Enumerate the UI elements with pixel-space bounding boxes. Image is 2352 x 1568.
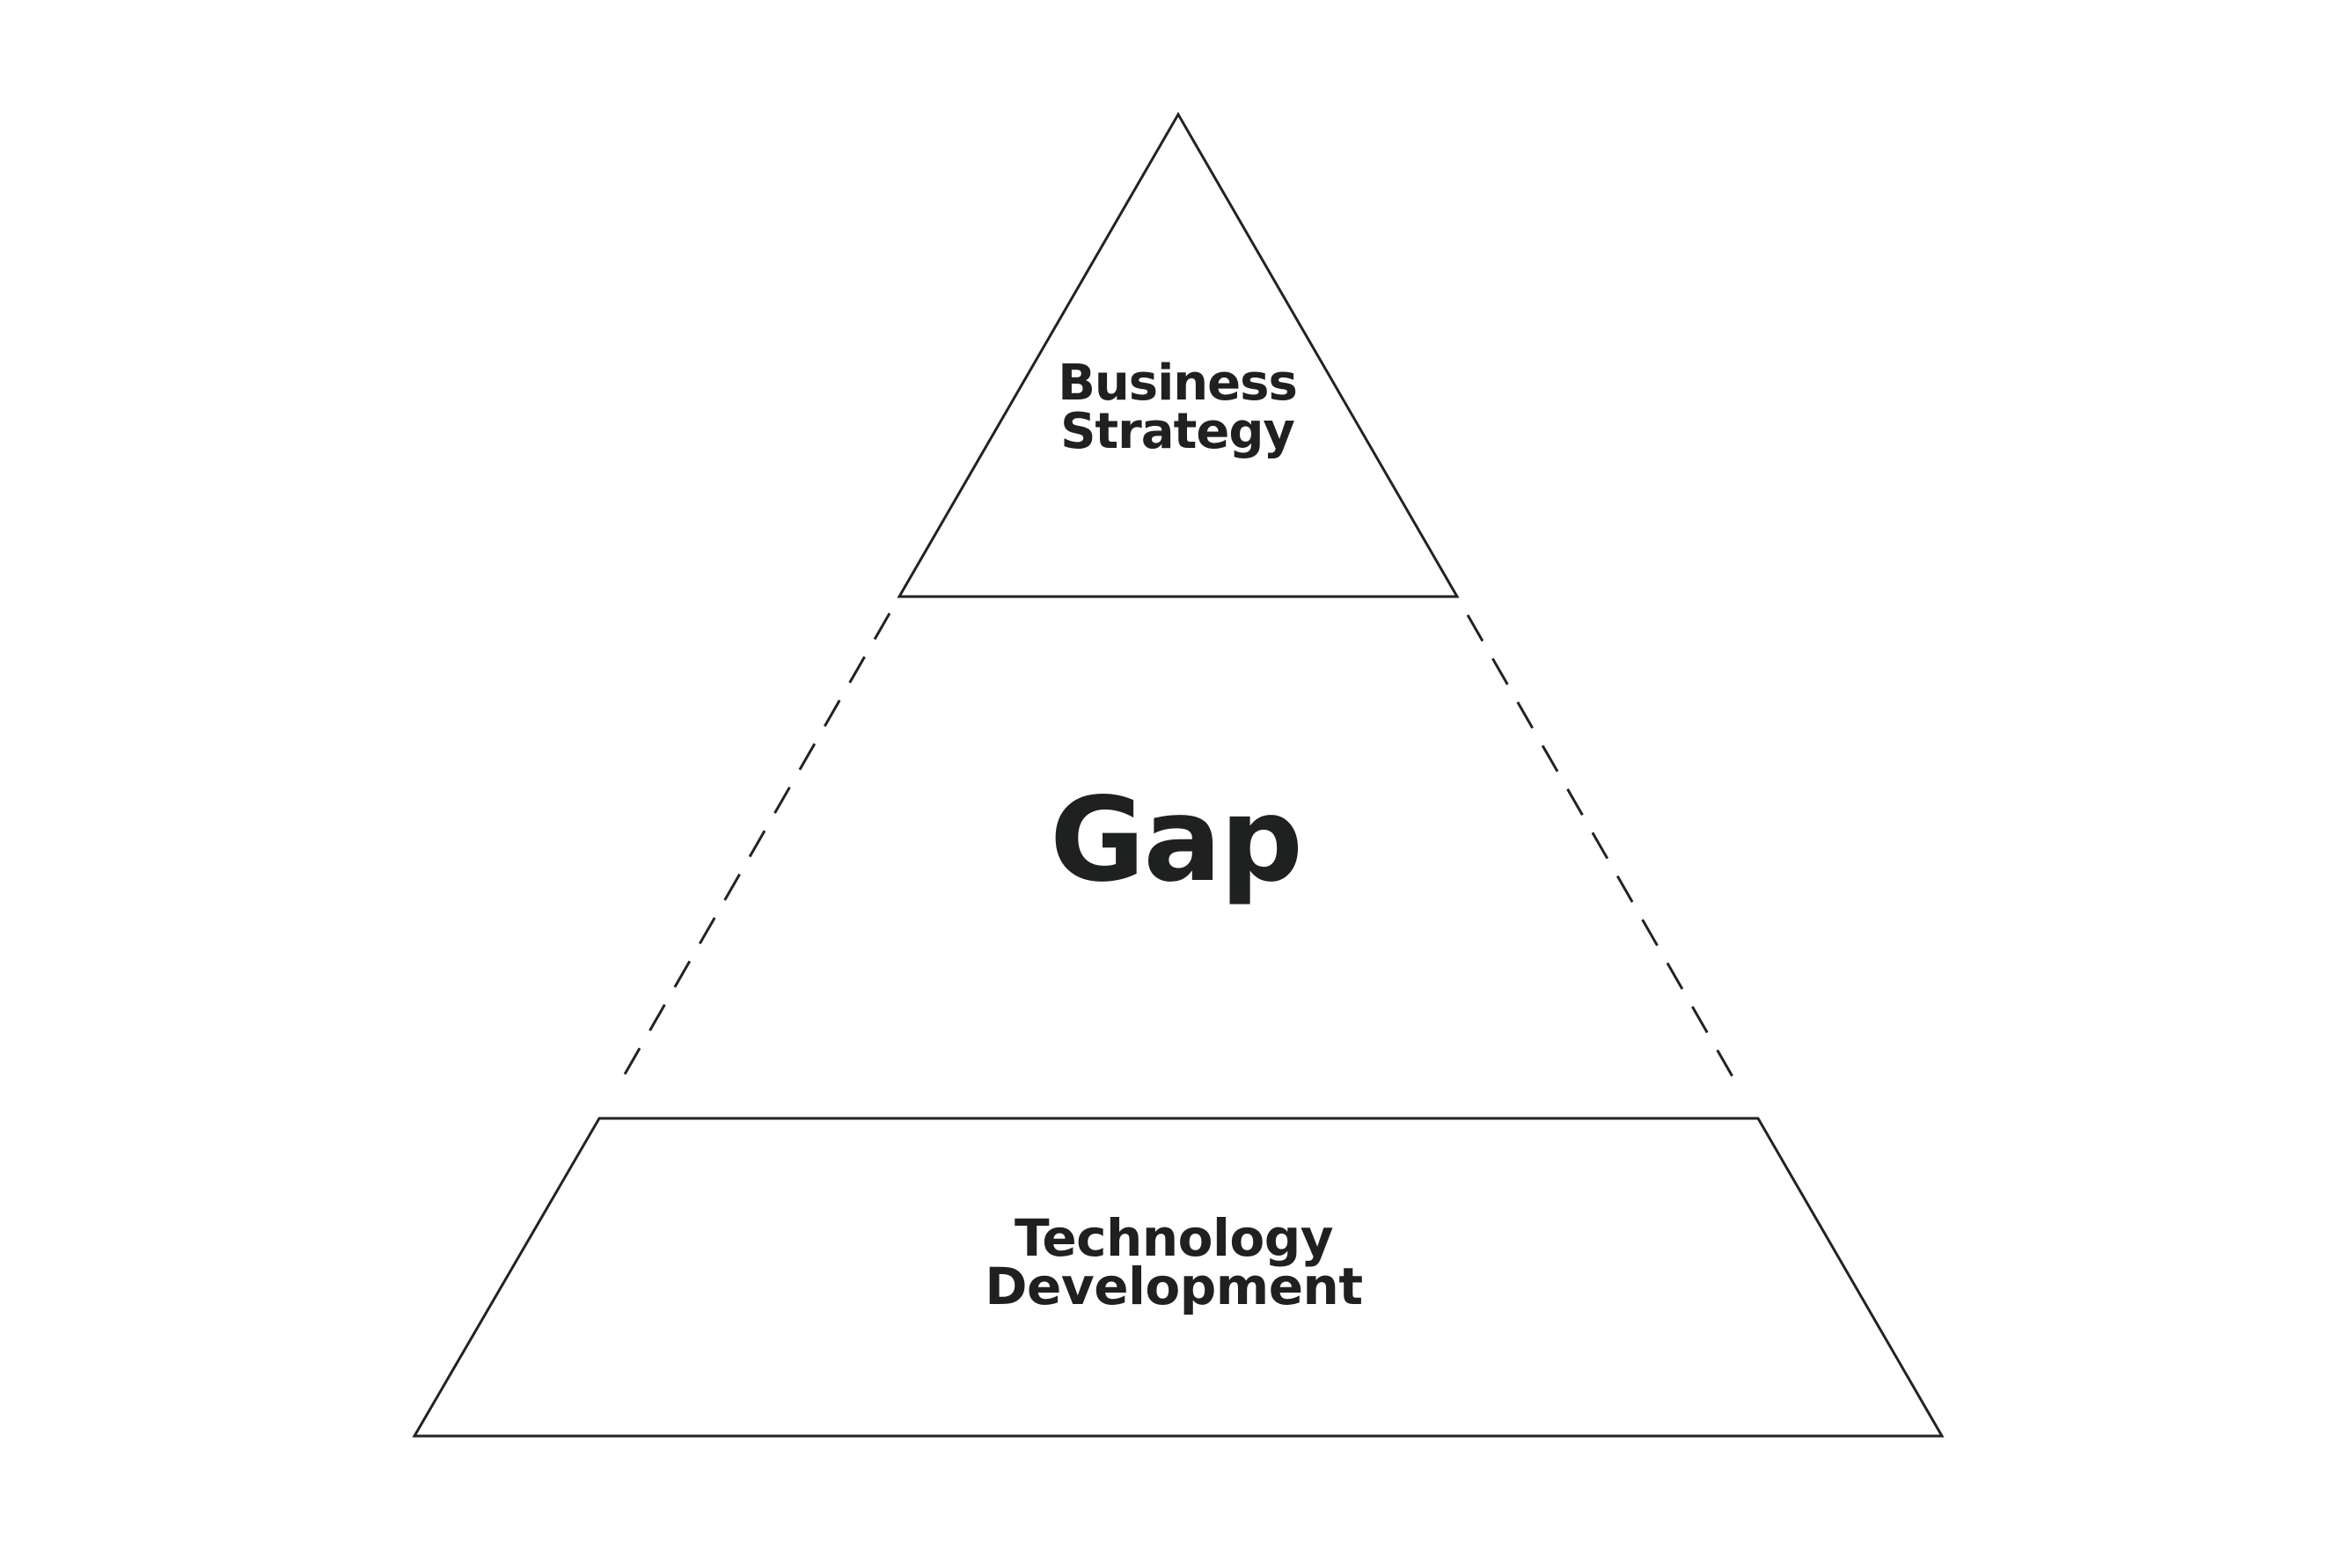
tier-bottom-label-line-2: Development [985, 1257, 1363, 1316]
tier-bottom-label: Technology Development [985, 1208, 1363, 1316]
tier-middle-label: Gap [1050, 773, 1303, 908]
tier-top-triangle [897, 112, 1460, 598]
tier-bottom-label-line-1: Technology [1014, 1208, 1334, 1268]
tier-top-label-line-1: Business [1058, 355, 1298, 412]
tier-top-label: Business Strategy [1058, 355, 1298, 460]
tier-bottom-trapezoid [412, 1117, 1945, 1438]
gap-right-dashed-edge [1466, 614, 1743, 1093]
tier-top-label-line-2: Strategy [1060, 403, 1295, 460]
gap-left-dashed-edge [613, 612, 891, 1092]
gap-label: Gap [1050, 773, 1303, 908]
